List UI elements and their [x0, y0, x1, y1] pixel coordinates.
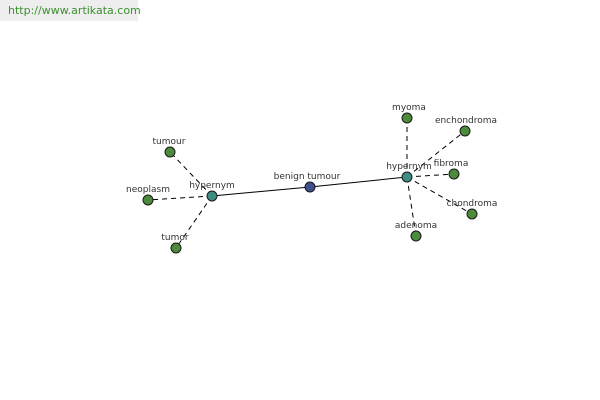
node-label-myoma[interactable]: myoma — [392, 103, 426, 113]
edges-layer — [147, 118, 473, 249]
node-label-enchondroma[interactable]: enchondroma — [435, 116, 497, 126]
node-tumour[interactable] — [164, 146, 176, 158]
node-enchondroma[interactable] — [459, 125, 471, 137]
edge-hypernym-right-to-chondroma — [406, 176, 473, 215]
node-label-benign-tumour[interactable]: benign tumour — [274, 172, 341, 182]
node-chondroma[interactable] — [466, 208, 478, 220]
node-label-tumor[interactable]: tumor — [161, 233, 189, 243]
node-hypernym-left[interactable] — [206, 190, 218, 202]
edge-hypernym-left-to-tumour — [169, 151, 213, 197]
node-benign-tumour[interactable] — [304, 181, 316, 193]
node-label-hypernym-left[interactable]: hypernym — [189, 181, 235, 191]
url-bar: http://www.artikata.com — [0, 0, 141, 21]
edge-benign-tumour-to-hypernym-right — [309, 176, 408, 188]
edge-hypernym-right-to-adenoma — [406, 176, 417, 237]
node-hypernym-right[interactable] — [401, 171, 413, 183]
node-tumor[interactable] — [170, 242, 182, 254]
node-neoplasm[interactable] — [142, 194, 154, 206]
site-url-link[interactable]: http://www.artikata.com — [8, 4, 141, 17]
labels-layer: benign tumour hypernym hypernym tumour neopl… — [126, 103, 497, 243]
edge-hypernym-left-to-neoplasm — [147, 195, 213, 201]
node-fibroma[interactable] — [448, 168, 460, 180]
node-label-chondroma[interactable]: chondroma — [447, 199, 498, 209]
edge-hypernym-left-to-tumor — [175, 195, 213, 249]
node-label-fibroma[interactable]: fibroma — [434, 159, 469, 169]
edge-hypernym-right-to-enchondroma — [406, 130, 466, 178]
node-label-neoplasm[interactable]: neoplasm — [126, 185, 170, 195]
edge-hypernym-left-to-benign-tumour — [211, 186, 311, 197]
node-label-adenoma[interactable]: adenoma — [395, 221, 437, 231]
edge-hypernym-right-to-fibroma — [406, 173, 455, 178]
node-label-tumour[interactable]: tumour — [153, 137, 186, 147]
node-adenoma[interactable] — [410, 230, 422, 242]
nodes-layer — [142, 112, 478, 254]
node-myoma[interactable] — [401, 112, 413, 124]
node-label-hypernym-right[interactable]: hypernym — [386, 162, 432, 172]
